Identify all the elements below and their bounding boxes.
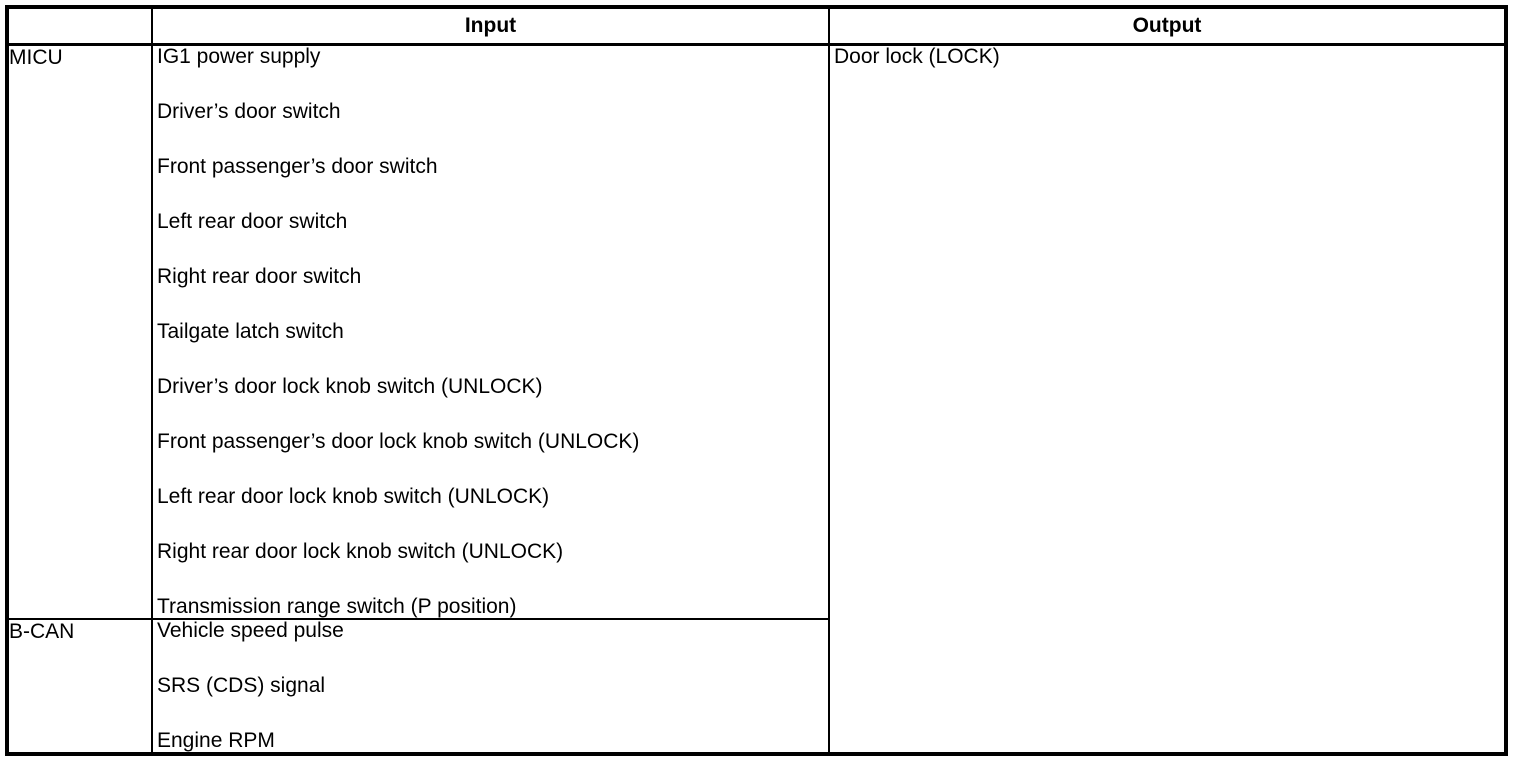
micu-inputs-cell: IG1 power supply Driver’s door switch Fr… <box>151 43 830 620</box>
input-item-front-passengers-door-lock-knob-switch: Front passenger’s door lock knob switch … <box>157 430 640 453</box>
output-item-door-lock: Door lock (LOCK) <box>834 45 1000 68</box>
input-item-engine-rpm: Engine RPM <box>157 729 275 752</box>
source-cell-micu: MICU <box>6 43 153 620</box>
input-column-header: Input <box>151 6 830 46</box>
input-item-front-passengers-door-switch: Front passenger’s door switch <box>157 155 438 178</box>
table-row-micu: MICU IG1 power supply Driver’s door swit… <box>6 43 1507 755</box>
input-item-transmission-range-switch: Transmission range switch (P position) <box>157 595 517 618</box>
bcan-inputs-cell: Vehicle speed pulse SRS (CDS) signal Eng… <box>151 618 830 755</box>
table-row-bcan: B-CAN Vehicle speed pulse SRS (CDS) sign… <box>6 618 1506 755</box>
input-item-left-rear-door-switch: Left rear door switch <box>157 210 348 233</box>
input-item-drivers-door-switch: Driver’s door switch <box>157 100 341 123</box>
header-row: Input Output <box>6 6 1507 46</box>
source-column-header <box>6 6 153 46</box>
input-output-table: Input Output MICU IG1 power supply Drive… <box>5 5 1508 756</box>
input-item-left-rear-door-lock-knob-switch: Left rear door lock knob switch (UNLOCK) <box>157 485 550 508</box>
input-item-vehicle-speed-pulse: Vehicle speed pulse <box>157 619 344 642</box>
input-item-right-rear-door-lock-knob-switch: Right rear door lock knob switch (UNLOCK… <box>157 540 564 563</box>
input-item-ig1-power-supply: IG1 power supply <box>157 45 321 68</box>
input-item-right-rear-door-switch: Right rear door switch <box>157 265 362 288</box>
input-item-drivers-door-lock-knob-switch: Driver’s door lock knob switch (UNLOCK) <box>157 375 543 398</box>
output-column-header: Output <box>828 6 1507 46</box>
input-item-srs-cds-signal: SRS (CDS) signal <box>157 674 326 697</box>
output-cell: Door lock (LOCK) <box>828 43 1507 755</box>
source-cell-bcan: B-CAN <box>6 618 153 755</box>
input-item-tailgate-latch-switch: Tailgate latch switch <box>157 320 344 343</box>
